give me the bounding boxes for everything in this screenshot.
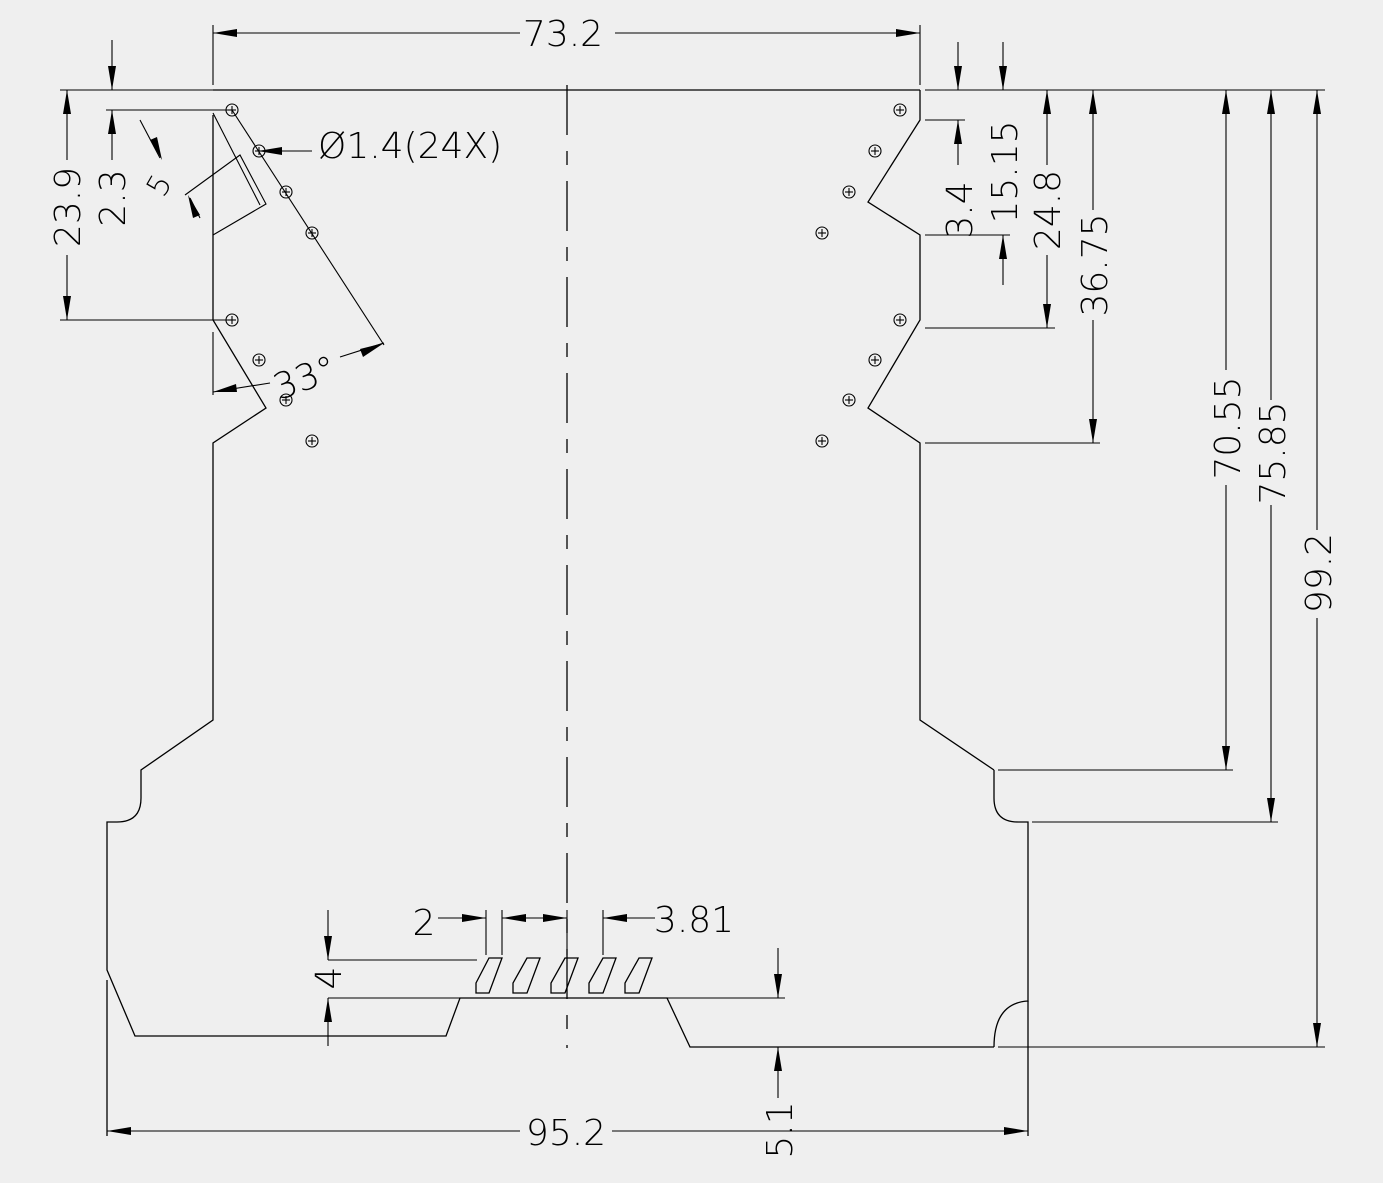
dim-right-f: 75.85 [1253,401,1294,504]
dim-tab-gap: 2 [413,903,436,944]
hole [305,434,319,448]
dim-right-e: 70.55 [1208,376,1249,479]
hole [252,353,266,367]
bottom-tabs [475,957,653,994]
dim-left-offset: 2.3 [93,169,134,226]
hole [842,185,856,199]
left-angled-lines [184,109,385,395]
dim-right-g: 99.2 [1299,533,1340,613]
dim-bottom-step: 5.1 [760,1101,801,1158]
hole [815,226,829,240]
hole [868,144,882,158]
dim-left-top: 23.9 [48,167,89,247]
hole [815,434,829,448]
dim-bottom-width: 95.2 [526,1113,606,1154]
dim-right-a: 3.4 [940,181,981,238]
dim-hole-spec: Ø1.4(24X) [318,126,502,167]
dim-angle: 33° [268,348,342,408]
dimension-lines [60,25,1325,1135]
dim-right-d: 36.75 [1075,213,1116,316]
dim-right-c: 24.8 [1028,170,1069,250]
hole [893,103,907,117]
dim-top-width: 73.2 [523,14,603,55]
hole [868,353,882,367]
hole [279,393,293,407]
dim-tab-height: 4 [309,967,350,990]
dim-tab-pitch: 3.81 [654,900,734,941]
hole [279,185,293,199]
dim-right-b: 15.15 [985,120,1026,223]
hole [842,393,856,407]
hole [893,313,907,327]
dim-slot-width: 5 [140,169,180,203]
dimension-labels: 73.2 95.2 Ø1.4(24X) 23.9 2.3 5 33° 3.4 1… [48,14,1340,1159]
